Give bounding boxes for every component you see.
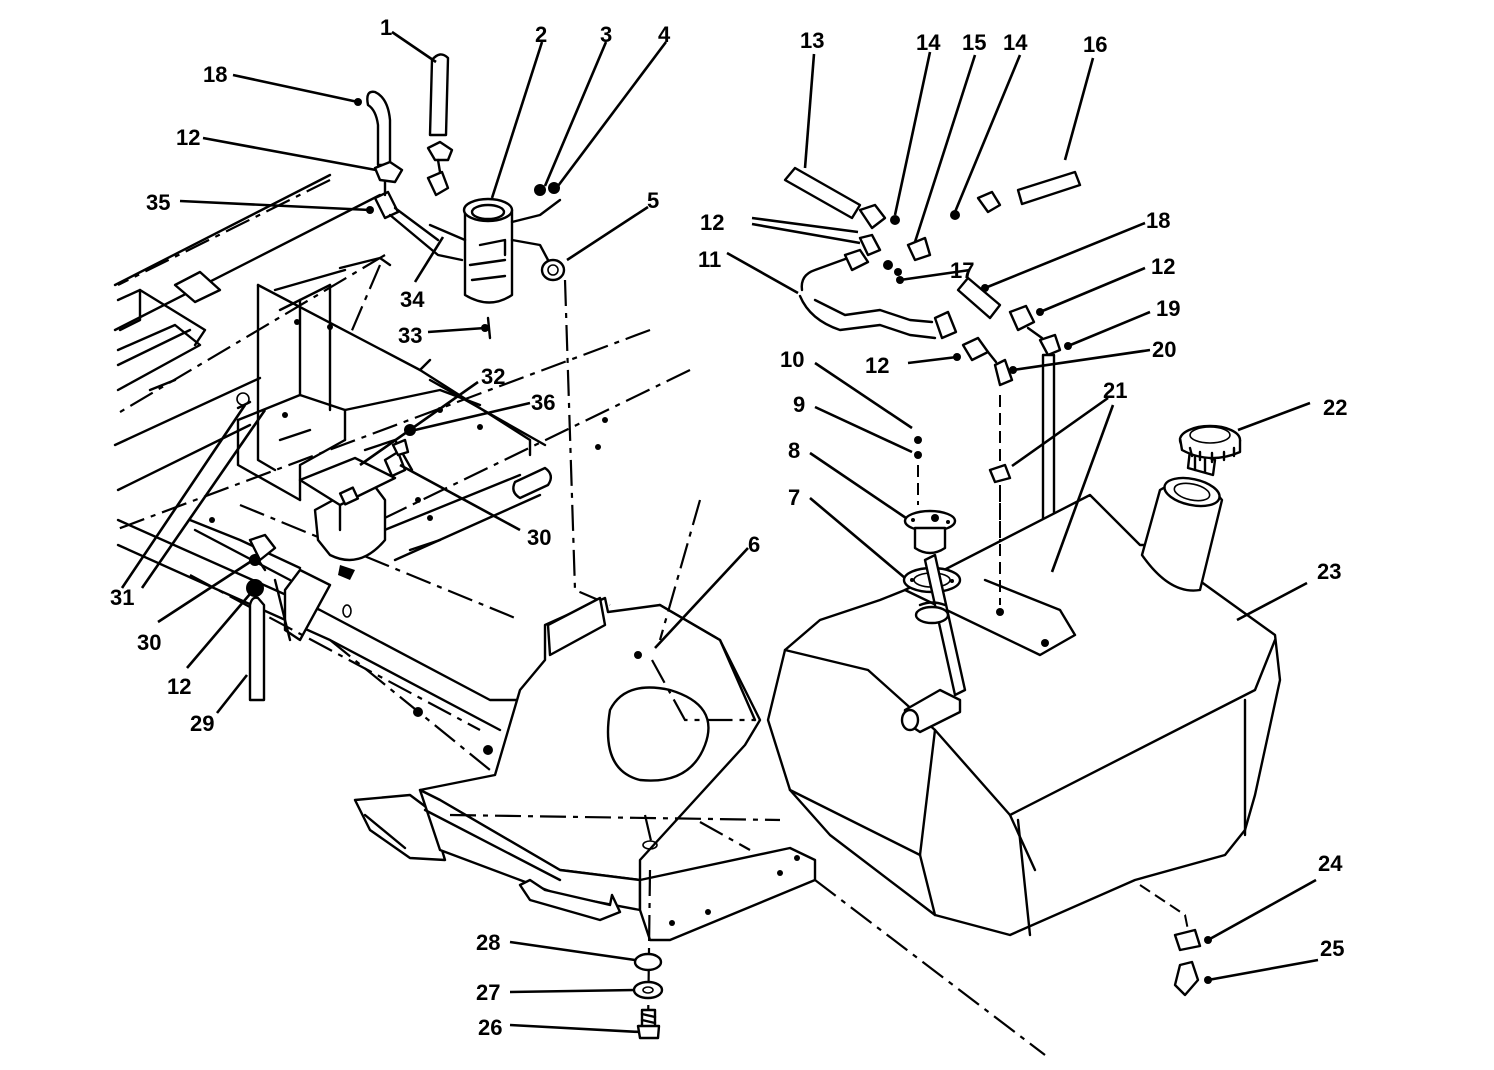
label-12-d: 12 — [865, 353, 889, 378]
label-27: 27 — [476, 980, 500, 1005]
label-15: 15 — [962, 30, 986, 55]
label-7: 7 — [788, 485, 800, 510]
label-13: 13 — [800, 28, 824, 53]
label-21: 21 — [1103, 378, 1127, 403]
part-number-labels: 1 2 3 4 5 6 7 8 9 10 11 12 12 12 12 12 1… — [110, 15, 1347, 1040]
label-36: 36 — [531, 390, 555, 415]
label-14-a: 14 — [916, 30, 941, 55]
label-12-c: 12 — [1151, 254, 1175, 279]
label-3: 3 — [600, 22, 612, 47]
label-2: 2 — [535, 22, 547, 47]
label-33: 33 — [398, 323, 422, 348]
label-20: 20 — [1152, 337, 1176, 362]
label-16: 16 — [1083, 32, 1107, 57]
label-11: 11 — [698, 247, 721, 272]
label-12-e: 12 — [167, 674, 191, 699]
label-25: 25 — [1320, 936, 1344, 961]
label-23: 23 — [1317, 559, 1341, 584]
fuel-pump — [298, 438, 414, 580]
tank-mount-plate — [353, 499, 1046, 1056]
label-29: 29 — [190, 711, 214, 736]
vent-hoses-right — [783, 166, 1082, 605]
label-17: 17 — [950, 258, 974, 283]
fuel-filter — [428, 197, 550, 340]
label-31: 31 — [110, 585, 134, 610]
label-1: 1 — [380, 15, 392, 40]
label-9: 9 — [793, 392, 805, 417]
label-32: 32 — [481, 364, 505, 389]
label-22: 22 — [1323, 395, 1347, 420]
label-30-a: 30 — [527, 525, 551, 550]
label-35: 35 — [146, 190, 170, 215]
fuel-tank — [766, 436, 1282, 997]
label-12-a: 12 — [176, 125, 200, 150]
label-14-b: 14 — [1003, 30, 1028, 55]
leader-lines — [120, 30, 1319, 1034]
label-28: 28 — [476, 930, 500, 955]
label-12-b: 12 — [700, 210, 724, 235]
fuel-cap — [1178, 424, 1242, 477]
label-6: 6 — [748, 532, 760, 557]
label-5: 5 — [647, 188, 659, 213]
label-26: 26 — [478, 1015, 502, 1040]
label-18-b: 18 — [1146, 208, 1170, 233]
label-30-b: 30 — [137, 630, 161, 655]
label-34: 34 — [400, 287, 425, 312]
label-4: 4 — [658, 22, 671, 47]
label-10: 10 — [780, 347, 804, 372]
fuel-hoses-left — [236, 53, 566, 702]
mount-hardware — [632, 952, 664, 1040]
label-8: 8 — [788, 438, 800, 463]
label-18-a: 18 — [203, 62, 227, 87]
label-24: 24 — [1318, 851, 1343, 876]
label-19: 19 — [1156, 296, 1180, 321]
